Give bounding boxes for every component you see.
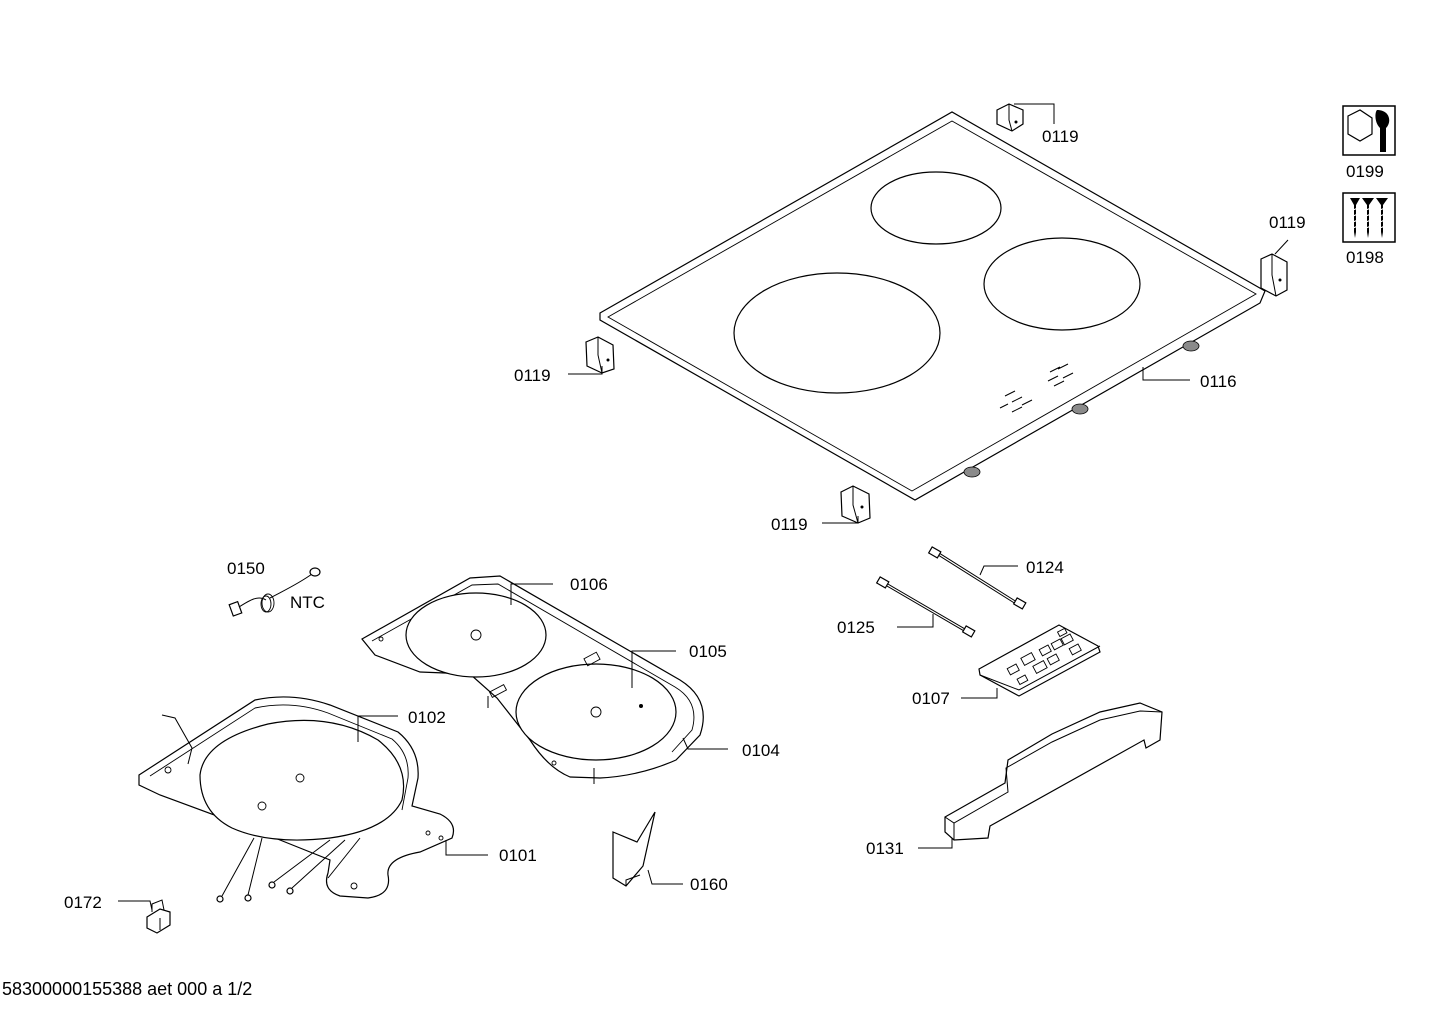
- label-0119-right: 0119: [1269, 213, 1306, 232]
- ntc-sensor-part: [228, 567, 321, 617]
- ribbon-cable-0125: [875, 576, 976, 638]
- heating-element-carrier-part: [361, 575, 704, 784]
- bracket-0119-left: [585, 336, 615, 374]
- label-0116: 0116: [1200, 372, 1237, 391]
- label-0199: 0199: [1346, 162, 1384, 181]
- label-0198: 0198: [1346, 248, 1384, 267]
- heating-plate-part: [138, 696, 455, 903]
- hob-top-part: [599, 111, 1266, 501]
- ribbon-cable-0124: [927, 546, 1027, 610]
- label-0131: 0131: [866, 839, 904, 858]
- label-0119-top: 0119: [1042, 127, 1079, 146]
- bracket-0119-bottom: [840, 485, 871, 524]
- wrench-nut-icon: [1342, 105, 1396, 156]
- label-0124: 0124: [1026, 558, 1064, 577]
- label-0160: 0160: [690, 875, 728, 894]
- label-0101: 0101: [499, 846, 537, 865]
- control-markings: [999, 363, 1074, 413]
- label-0119-left: 0119: [514, 366, 551, 385]
- screws-icon: [1342, 192, 1396, 243]
- label-0104: 0104: [742, 741, 780, 760]
- label-0105: 0105: [689, 642, 727, 661]
- control-module-part: [978, 624, 1101, 697]
- label-0150: 0150: [227, 559, 265, 578]
- label-0106: 0106: [570, 575, 608, 594]
- label-0172: 0172: [64, 893, 102, 912]
- bracket-0119-right: [1260, 253, 1288, 297]
- label-0125: 0125: [837, 618, 875, 637]
- leader-lines-top: [568, 103, 1289, 524]
- shield-part: [612, 811, 656, 887]
- label-0107: 0107: [912, 689, 950, 708]
- hob-feet: [963, 340, 1200, 478]
- label-0119-bottom: 0119: [771, 515, 808, 534]
- cover-strip-part: [944, 702, 1163, 841]
- label-ntc: NTC: [290, 593, 325, 612]
- label-0102: 0102: [408, 708, 446, 727]
- document-footer-id: 58300000155388 aet 000 a 1/2: [2, 979, 253, 999]
- bracket-0119-top: [996, 103, 1024, 132]
- leader-lines-bottom: [118, 565, 1018, 911]
